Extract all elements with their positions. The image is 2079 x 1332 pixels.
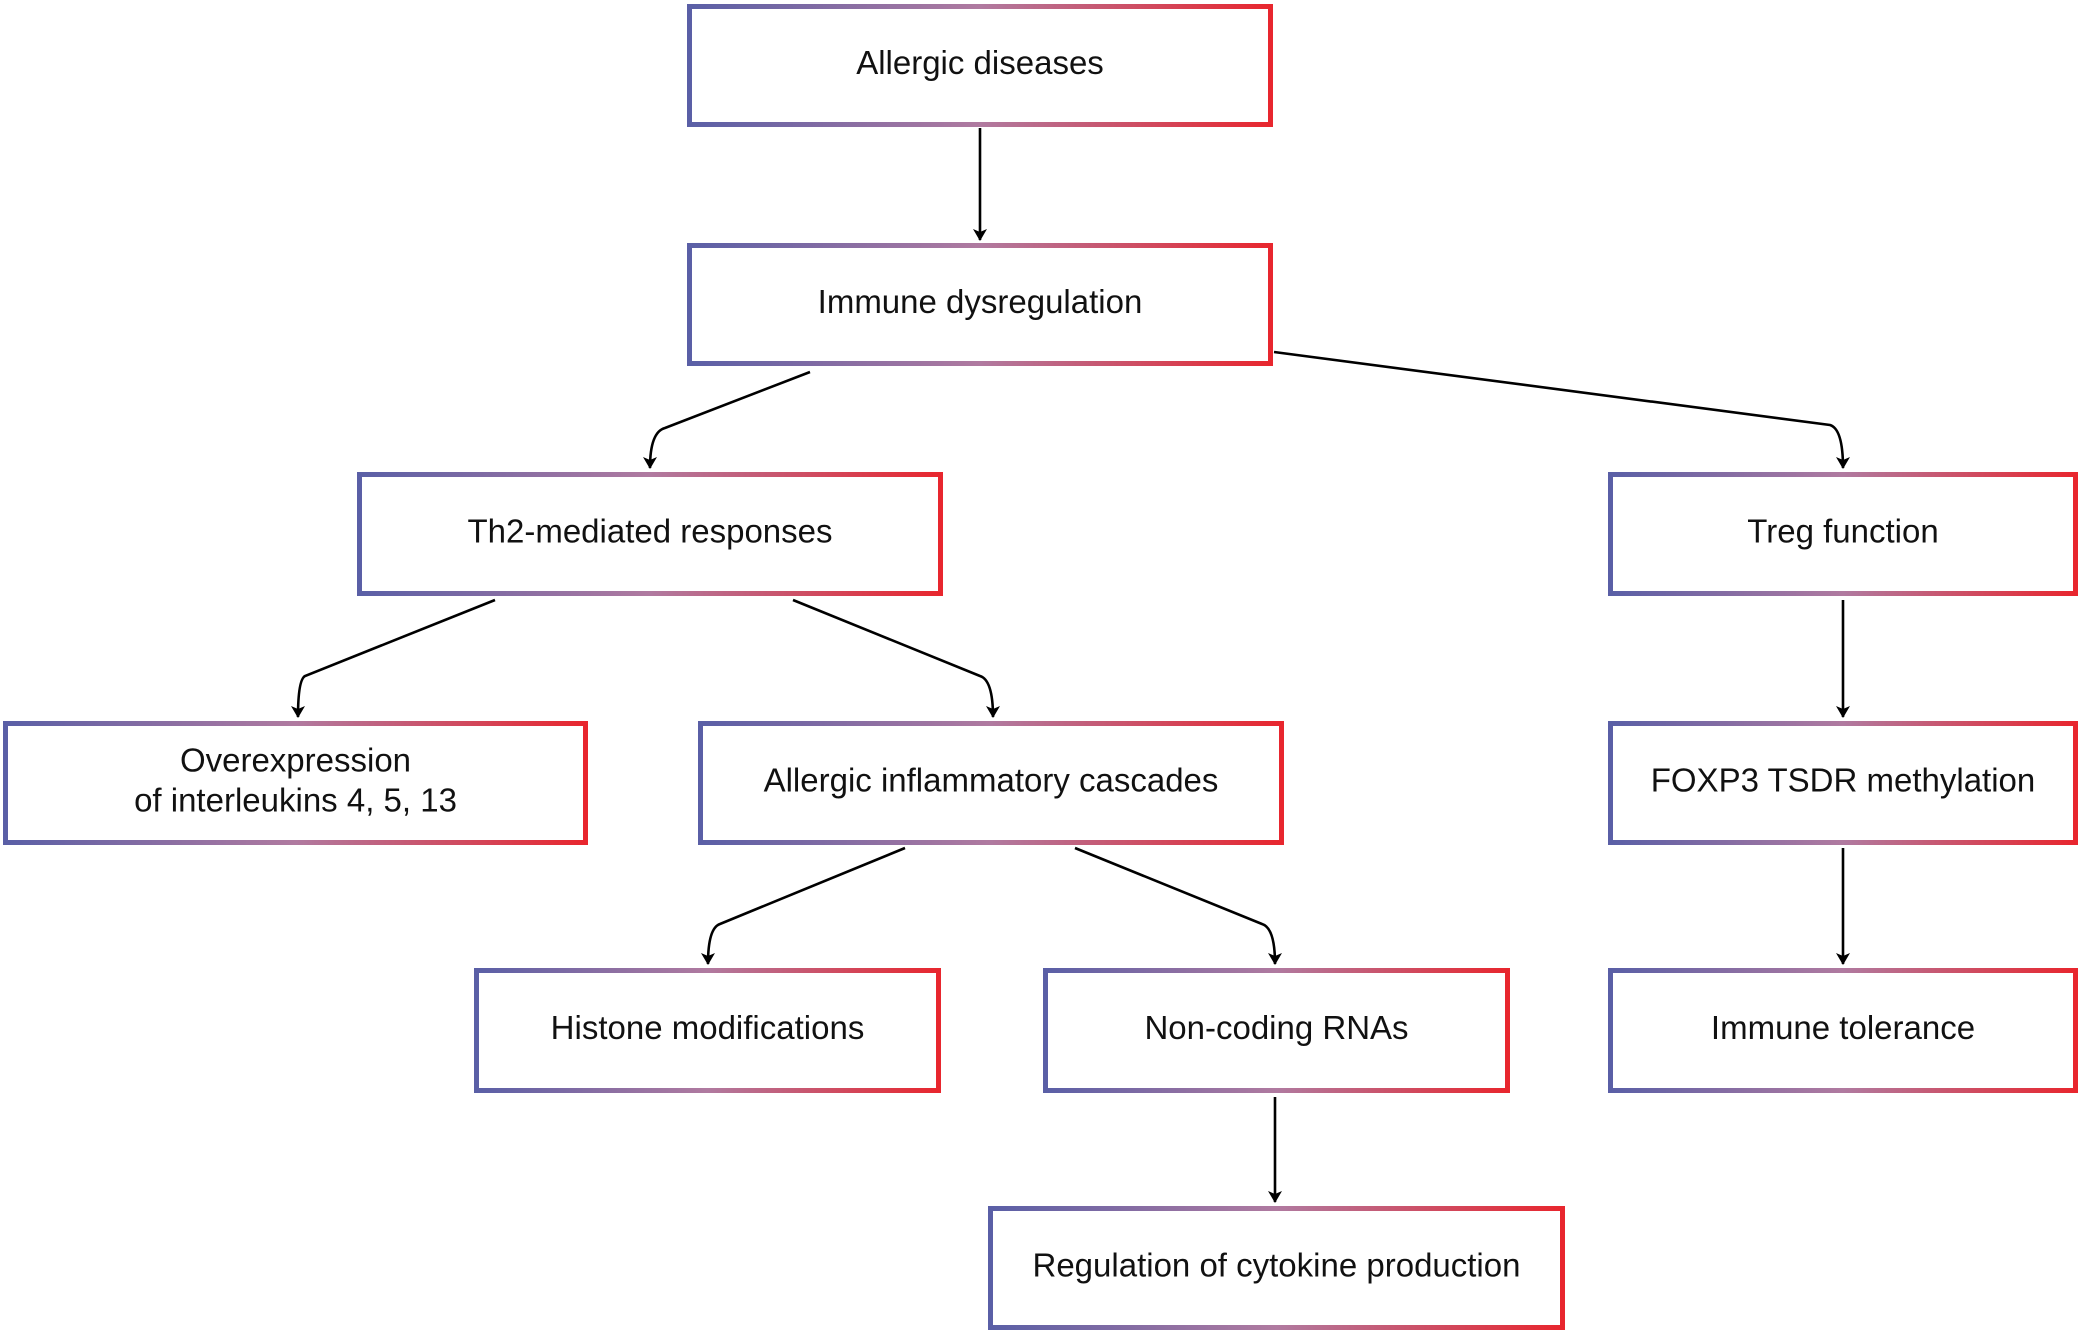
node-label: Histone modifications	[551, 1009, 865, 1046]
arrow-inflammatory-cascades-to-noncoding	[1074, 846, 1282, 965]
node-box	[474, 968, 941, 1093]
node-allergic-diseases: Allergic diseases	[687, 4, 1273, 127]
node-label: of interleukins 4, 5, 13	[134, 782, 457, 819]
node-label: Immune dysregulation	[818, 283, 1143, 320]
node-box	[1608, 472, 2078, 596]
node-cytokine: Regulation of cytokine production	[988, 1206, 1565, 1330]
node-label: Treg function	[1747, 513, 1938, 550]
node-noncoding: Non-coding RNAs	[1043, 968, 1510, 1093]
arrow-inflammatory-cascades-to-histone	[701, 846, 906, 965]
node-immune-dysregulation: Immune dysregulation	[687, 243, 1273, 366]
node-label: Th2-mediated responses	[467, 513, 832, 550]
node-box	[988, 1206, 1565, 1330]
node-label: Allergic diseases	[856, 44, 1104, 81]
node-label: Non-coding RNAs	[1144, 1009, 1408, 1046]
node-foxp3: FOXP3 TSDR methylation	[1608, 721, 2078, 845]
node-box	[1608, 968, 2078, 1093]
node-immune-tolerance: Immune tolerance	[1608, 968, 2078, 1093]
node-inflammatory-cascades: Allergic inflammatory cascades	[698, 721, 1284, 845]
node-box	[3, 721, 588, 845]
arrow-th2-responses-to-inflammatory-cascades	[792, 598, 1000, 718]
node-box	[1043, 968, 1510, 1093]
node-th2-responses: Th2-mediated responses	[357, 472, 943, 596]
arrow-immune-dysregulation-to-treg-function	[1273, 350, 1850, 469]
arrow-immune-dysregulation-to-th2-responses	[643, 370, 811, 469]
node-box	[698, 721, 1284, 845]
node-label: Allergic inflammatory cascades	[764, 762, 1219, 799]
node-histone: Histone modifications	[474, 968, 941, 1093]
node-label: Immune tolerance	[1711, 1009, 1975, 1046]
node-box	[1608, 721, 2078, 845]
arrow-th2-responses-to-overexpression	[291, 598, 496, 718]
node-box	[357, 472, 943, 596]
node-treg-function: Treg function	[1608, 472, 2078, 596]
node-label: Regulation of cytokine production	[1033, 1247, 1521, 1284]
node-box	[687, 243, 1273, 366]
node-label: FOXP3 TSDR methylation	[1651, 762, 2036, 799]
node-label: Overexpression	[180, 742, 411, 779]
connector-layer	[291, 128, 1850, 1203]
node-box	[687, 4, 1273, 127]
